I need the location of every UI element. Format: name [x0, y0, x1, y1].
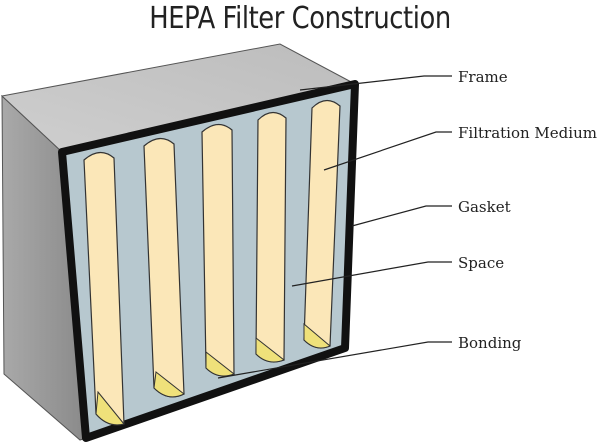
pleat-4 — [255, 111, 287, 363]
bonding-2 — [153, 371, 185, 398]
leader-frame — [299, 75, 452, 91]
bonding-4 — [255, 336, 286, 363]
label-filtration-medium: Filtration Medium — [458, 124, 597, 142]
leader-lines — [217, 75, 452, 379]
label-frame: Frame — [458, 68, 508, 86]
leader-filtration-medium — [323, 131, 452, 171]
pleat-5 — [303, 99, 341, 349]
bonding-5 — [303, 322, 331, 349]
leader-gasket — [351, 205, 452, 227]
label-gasket: Gasket — [458, 198, 511, 216]
leader-bonding — [217, 341, 452, 379]
label-bonding: Bonding — [458, 334, 522, 352]
pleat-2 — [143, 137, 185, 398]
leader-space — [291, 261, 452, 287]
filtration-medium-pleats — [83, 99, 341, 426]
pleat-3 — [201, 123, 236, 377]
bonding-3 — [205, 350, 236, 377]
diagram-title: HEPA Filter Construction — [149, 1, 451, 36]
pleat-1 — [83, 151, 125, 426]
label-space: Space — [458, 254, 505, 272]
bonding-1 — [95, 390, 125, 426]
